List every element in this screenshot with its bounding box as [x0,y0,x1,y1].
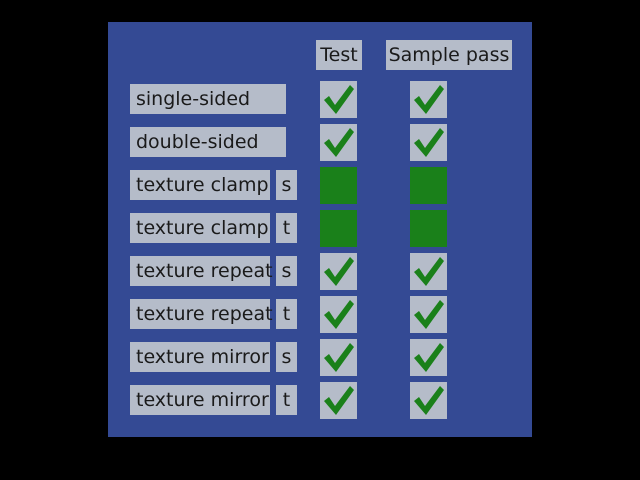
checkmark-icon [324,343,354,372]
row-axis: t [276,385,297,415]
row-axis: t [276,213,297,243]
test-result-cell [320,382,357,419]
test-result-cell [320,210,357,247]
sample-result-cell [410,81,447,118]
test-result-cell [320,296,357,333]
row-axis: t [276,299,297,329]
result-row: texture mirror t [108,382,532,419]
result-row: texture repeat t [108,296,532,333]
checkmark-icon [324,128,354,157]
checkmark-icon [414,85,444,114]
result-row: texture clamp s [108,167,532,204]
row-label: texture mirror [130,385,270,415]
result-row: single-sided [108,81,532,118]
result-row: texture clamp t [108,210,532,247]
sample-result-cell [410,339,447,376]
result-row: double-sided [108,124,532,161]
checkmark-icon [324,257,354,286]
checkmark-icon [414,300,444,329]
row-axis: s [276,342,297,372]
checkmark-icon [414,128,444,157]
sample-pass-column-header: Sample pass [386,40,512,70]
test-result-cell [320,81,357,118]
sample-result-cell [410,124,447,161]
checkmark-icon [324,386,354,415]
row-label: texture mirror [130,342,270,372]
checkmark-icon [414,343,444,372]
test-result-cell [320,124,357,161]
sample-result-cell [410,382,447,419]
checkmark-icon [414,386,444,415]
test-result-cell [320,253,357,290]
checkmark-icon [324,300,354,329]
sample-result-cell [410,296,447,333]
row-axis: s [276,170,297,200]
sample-result-cell [410,167,447,204]
row-label: texture repeat [130,299,273,329]
test-result-cell [320,167,357,204]
test-result-cell [320,339,357,376]
result-row: texture mirror s [108,339,532,376]
results-panel: Test Sample pass single-sided double-sid… [108,22,532,437]
result-row: texture repeat s [108,253,532,290]
row-label: texture clamp [130,170,270,200]
row-label: texture clamp [130,213,270,243]
checkmark-icon [324,85,354,114]
sample-result-cell [410,253,447,290]
test-column-header: Test [316,40,362,70]
row-label: double-sided [130,127,286,157]
row-axis: s [276,256,297,286]
row-label: single-sided [130,84,286,114]
sample-result-cell [410,210,447,247]
row-label: texture repeat [130,256,273,286]
checkmark-icon [414,257,444,286]
